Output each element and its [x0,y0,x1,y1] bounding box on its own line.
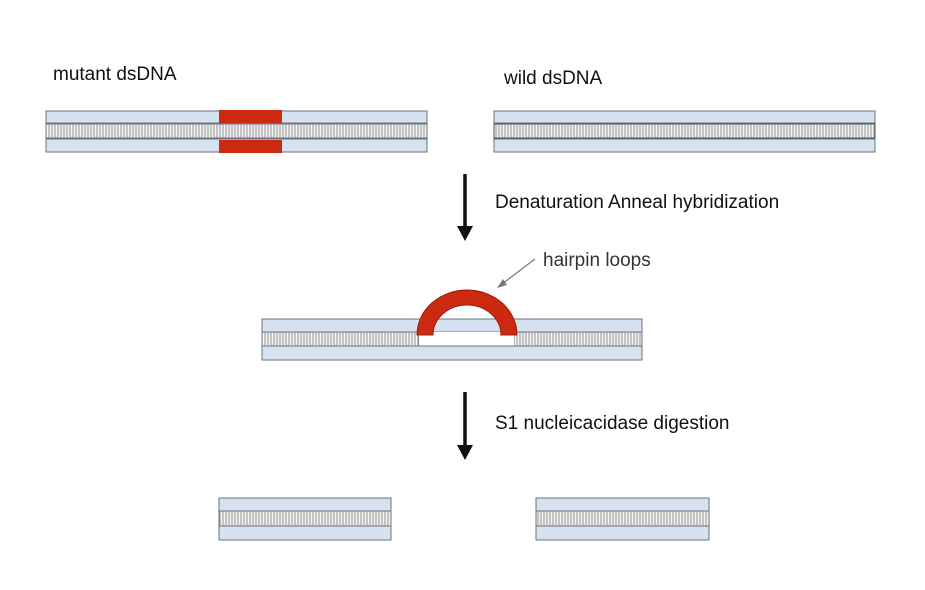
hairpin-loops-label: hairpin loops [543,250,651,271]
heteroduplex-molecule [261,289,643,361]
denaturation-label: Denaturation Anneal hybridization [495,192,780,213]
hetero-bottom-strand [261,345,643,361]
mutant-dsdna-molecule [45,110,428,153]
fragment-left [218,497,392,541]
wild-top-strand [493,110,876,124]
mutant-base-pairs [45,123,428,139]
wild-base-pairs [493,123,876,139]
hetero-base-pairs-right [513,331,643,347]
mutant-dsdna-label: mutant dsDNA [53,64,177,85]
wild-dsdna-molecule [493,110,876,153]
fragment-right [535,497,710,541]
mutation-site-bottom [219,140,282,153]
mutation-site-top [219,110,282,123]
denaturation-arrow [457,174,473,241]
hetero-base-pairs-left [261,331,420,347]
digestion-arrow [457,392,473,460]
hetero-unpaired-gap [419,332,514,346]
s1-digestion-label: S1 nucleicacidase digestion [495,413,730,434]
wild-bottom-strand [493,138,876,153]
hairpin-loop [416,289,518,336]
wild-dsdna-label: wild dsDNA [504,68,603,89]
hairpin-pointer [497,258,536,288]
hetero-top-strand [261,318,643,333]
